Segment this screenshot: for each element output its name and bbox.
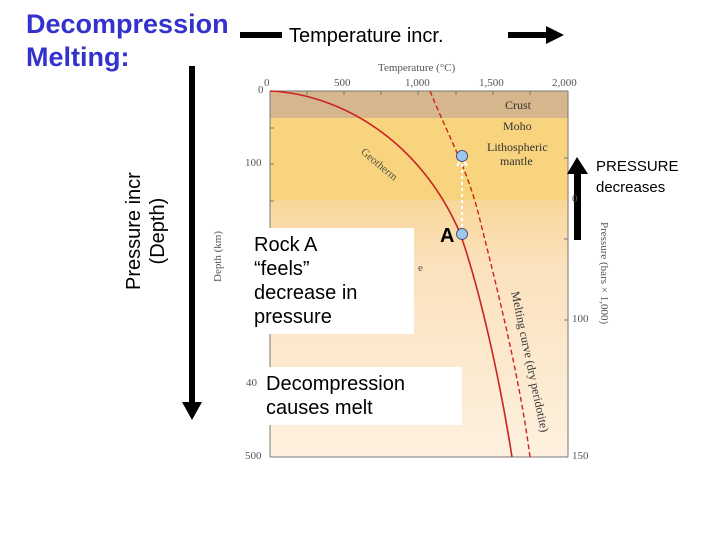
depth-tick: 40 [246, 377, 257, 389]
x-tick: 1,000 [405, 77, 430, 89]
pressure-decrease-arrow-shaft [574, 172, 581, 240]
moho-label: Moho [503, 119, 532, 133]
temperature-arrow-shaft [508, 32, 548, 38]
pressure-label-line-2: (Depth) [147, 197, 169, 265]
title-line-2: Melting: [26, 42, 130, 72]
lithospheric-mantle-layer [270, 118, 568, 200]
pressure-arrow-label: Pressure incr (Depth) [122, 172, 170, 290]
callout-line: decrease in [254, 282, 358, 304]
pressure-decreases-line-2: decreases [596, 179, 666, 196]
tick-marks [270, 91, 568, 321]
x-axis-title: Temperature (°C) [378, 62, 456, 74]
crust-label: Crust [505, 98, 532, 112]
pressure-decrease-arrowhead [567, 157, 588, 174]
callout-line: pressure [254, 306, 332, 328]
pressure-decreases-line-1: PRESSURE [596, 158, 679, 175]
depth-tick: 500 [245, 450, 262, 462]
x-tick: 1,500 [479, 77, 504, 89]
pressure-label-line-1: Pressure incr [123, 172, 145, 290]
depth-tick: 0 [258, 84, 264, 96]
x-tick: 0 [264, 77, 270, 89]
rock-a-point-start [456, 228, 468, 240]
temperature-arrow-label: Temperature incr. [289, 25, 444, 47]
obscured-label-fragment: e [418, 262, 423, 274]
callout-line: Rock A [254, 234, 318, 256]
callout-line: causes melt [266, 397, 373, 419]
mantle-label: mantle [500, 154, 533, 168]
callout-line: Decompression [266, 373, 405, 395]
pressure-tick: 150 [572, 450, 589, 462]
temperature-arrow-tail [240, 32, 282, 38]
crust-layer [270, 91, 568, 118]
temperature-arrowhead [546, 26, 564, 44]
melt-callout: Decompression causes melt [260, 367, 462, 425]
depth-tick: 100 [245, 157, 262, 169]
melting-curve [429, 90, 531, 458]
pressure-tick: 100 [572, 313, 589, 325]
pressure-arrowhead [182, 402, 202, 420]
x-tick: 500 [334, 77, 351, 89]
rock-a-point-end [456, 150, 468, 162]
title-line-1: Decompression [26, 9, 229, 39]
point-a-label: A [440, 225, 455, 247]
callout-line: “feels” [254, 258, 310, 280]
x-tick: 2,000 [552, 77, 577, 89]
rock-a-callout: Rock A “feels” decrease in pressure [248, 228, 414, 334]
depth-axis-title: Depth (km) [212, 230, 224, 282]
pressure-tick: 0 [572, 193, 578, 205]
pressure-arrow-shaft [189, 66, 195, 406]
slide-title: Decompression Melting: [26, 8, 229, 74]
lithospheric-label: Lithospheric [487, 140, 548, 154]
pressure-axis-title: Pressure (bars × 1,000) [598, 222, 610, 325]
pressure-decreases-label: PRESSURE decreases [596, 156, 679, 198]
